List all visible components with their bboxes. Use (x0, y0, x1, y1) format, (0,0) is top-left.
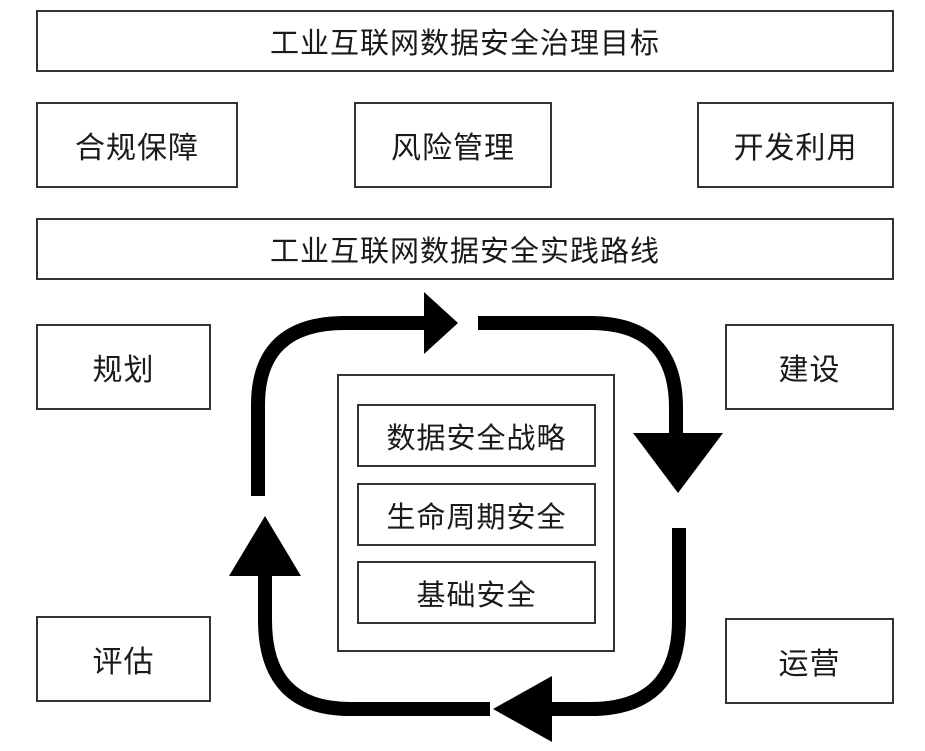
stage-build-box: 建设 (725, 324, 894, 410)
cycle-arc-top-right (478, 316, 683, 438)
practice-path-label: 工业互联网数据安全实践路线 (269, 234, 660, 268)
cycle-arc-top-left (251, 316, 425, 496)
cycle-arrowhead-down (633, 433, 723, 493)
stage-build-label: 建设 (778, 353, 841, 388)
core-foundation-box: 基础安全 (357, 561, 596, 624)
cycle-arrowhead-up (229, 516, 301, 576)
core-foundation-label: 基础安全 (416, 577, 537, 612)
stage-evaluate-box: 评估 (36, 616, 211, 702)
pillar-development-box: 开发利用 (697, 102, 894, 188)
pillar-compliance-box: 合规保障 (36, 102, 238, 188)
stage-operate-label: 运营 (778, 647, 841, 682)
stage-operate-box: 运营 (725, 618, 894, 704)
stage-evaluate-label: 评估 (92, 645, 155, 680)
core-lifecycle-label: 生命周期安全 (386, 499, 567, 534)
pillar-risk-box: 风险管理 (354, 102, 552, 188)
cycle-arc-bottom-right (552, 528, 686, 716)
cycle-arc-bottom-left (258, 573, 490, 716)
cycle-arrowhead-left (493, 676, 552, 742)
pillar-risk-label: 风险管理 (391, 131, 515, 166)
core-frame (337, 374, 615, 652)
core-strategy-label: 数据安全战略 (386, 420, 567, 455)
cycle-arrowhead-right (424, 292, 458, 354)
core-lifecycle-box: 生命周期安全 (357, 483, 596, 546)
core-strategy-box: 数据安全战略 (357, 404, 596, 467)
pillar-compliance-label: 合规保障 (75, 131, 199, 166)
practice-path-box: 工业互联网数据安全实践路线 (36, 218, 894, 280)
governance-goal-label: 工业互联网数据安全治理目标 (269, 26, 660, 60)
governance-goal-box: 工业互联网数据安全治理目标 (36, 10, 894, 72)
stage-plan-box: 规划 (36, 324, 211, 410)
stage-plan-label: 规划 (92, 353, 155, 388)
pillar-development-label: 开发利用 (733, 131, 858, 166)
